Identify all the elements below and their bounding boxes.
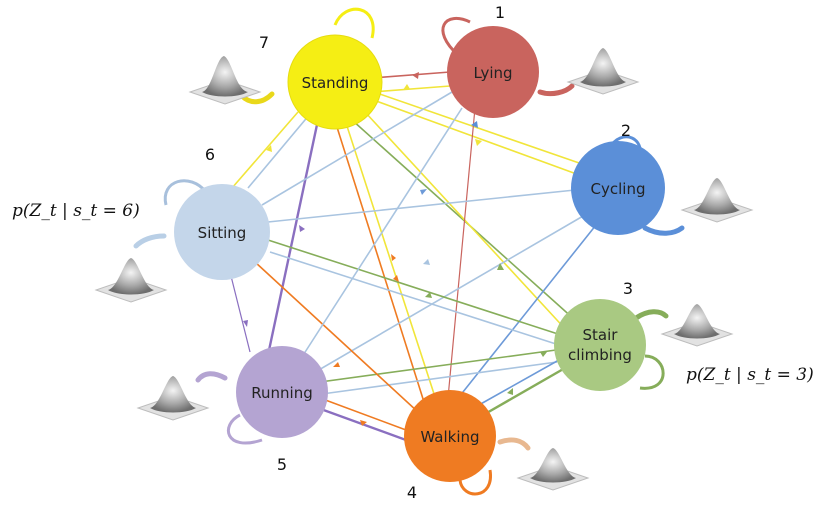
state-number-7: 7 bbox=[259, 33, 269, 52]
edge-sitting-standing bbox=[231, 111, 299, 189]
state-number-2: 2 bbox=[621, 121, 631, 140]
edge-standing-lying bbox=[371, 71, 451, 79]
state-standing-label: Standing bbox=[302, 74, 369, 92]
state-walking: Walking bbox=[404, 390, 496, 482]
edge-stair-running bbox=[319, 349, 557, 383]
state-standing: Standing bbox=[287, 34, 383, 130]
self-loop-icon bbox=[333, 7, 375, 39]
state-stair-circle bbox=[554, 299, 646, 391]
edge-walking-stair bbox=[477, 362, 573, 420]
self-loop-icon bbox=[639, 354, 665, 390]
edge-standing-walking bbox=[344, 119, 437, 401]
state-number-1: 1 bbox=[495, 3, 505, 22]
emission-arrow-icon bbox=[537, 83, 575, 97]
formula-stair: p(Z_t | s_t = 3) bbox=[686, 365, 814, 385]
state-sitting-label: Sitting bbox=[198, 224, 247, 242]
state-sitting-circle bbox=[174, 184, 270, 280]
state-cycling-label: Cycling bbox=[591, 180, 646, 198]
edge-standing-stair-yellow bbox=[364, 111, 569, 333]
edge-standing-sitting bbox=[247, 113, 311, 189]
edge-running-lying bbox=[299, 107, 463, 361]
edge-stair-sitting bbox=[267, 239, 559, 335]
self-loop-icon bbox=[163, 179, 208, 206]
self-loop-icon bbox=[226, 413, 263, 445]
surface-plot-icon bbox=[188, 56, 262, 105]
state-running: Running bbox=[236, 346, 328, 438]
emission-arrows bbox=[133, 83, 685, 451]
state-running-label: Running bbox=[251, 384, 312, 402]
state-walking-circle bbox=[404, 390, 496, 482]
edge-walking-standing bbox=[335, 123, 425, 403]
formula-sitting: p(Z_t | s_t = 6) bbox=[12, 201, 140, 221]
state-stair-climbing: Stair climbing bbox=[554, 299, 646, 391]
edge-lying-walking bbox=[447, 107, 476, 399]
emission-arrow-icon bbox=[642, 225, 685, 236]
state-stair-label-line2: climbing bbox=[568, 346, 632, 364]
state-lying: Lying bbox=[447, 26, 539, 118]
edge-running-standing bbox=[266, 119, 320, 356]
edge-running-stair bbox=[321, 361, 558, 395]
surface-plot-icon bbox=[516, 448, 590, 491]
surface-plots bbox=[94, 48, 754, 491]
state-lying-circle bbox=[447, 26, 539, 118]
self-loop-icon bbox=[441, 16, 471, 57]
edge-walking-running bbox=[319, 397, 407, 431]
state-cycling: Cycling bbox=[571, 141, 665, 235]
edge-standing-cycling bbox=[367, 97, 583, 177]
state-nodes: Standing Lying Cycling Sitting Stair cli… bbox=[174, 26, 665, 482]
state-sitting: Sitting bbox=[174, 184, 270, 280]
edge-lying-standing bbox=[371, 85, 451, 93]
emission-arrow-icon bbox=[195, 371, 228, 383]
state-number-5: 5 bbox=[277, 455, 287, 474]
state-number-3: 3 bbox=[623, 279, 633, 298]
emission-arrow-icon bbox=[133, 233, 167, 249]
edge-arrowheads bbox=[243, 72, 547, 426]
edge-sitting-stair bbox=[269, 251, 557, 345]
state-numbers: 1 2 3 4 5 6 7 bbox=[205, 3, 633, 502]
surface-plot-icon bbox=[680, 178, 754, 223]
edge-cycling-running bbox=[304, 211, 591, 379]
state-standing-circle bbox=[287, 34, 383, 130]
emission-arrow-icon bbox=[633, 309, 669, 321]
state-stair-label-line1: Stair bbox=[583, 326, 619, 344]
surface-plot-icon bbox=[94, 258, 168, 303]
edge-cycling-walking bbox=[454, 219, 601, 403]
state-number-4: 4 bbox=[407, 483, 417, 502]
edge-cycling-sitting bbox=[267, 189, 576, 223]
state-cycling-circle bbox=[571, 141, 665, 235]
edge-standing-stair bbox=[351, 119, 576, 321]
surface-plot-icon bbox=[136, 376, 210, 421]
state-running-circle bbox=[236, 346, 328, 438]
surface-plot-icon bbox=[660, 304, 734, 347]
state-walking-label: Walking bbox=[420, 428, 479, 446]
emission-arrow-icon bbox=[497, 437, 531, 451]
state-lying-label: Lying bbox=[473, 64, 512, 82]
edge-sitting-running bbox=[229, 271, 251, 353]
state-number-6: 6 bbox=[205, 145, 215, 164]
edge-stair-walking bbox=[469, 355, 567, 411]
edge-lying-sitting bbox=[261, 91, 453, 206]
edge-sitting-walking bbox=[254, 261, 419, 413]
self-loop-icon bbox=[458, 469, 492, 496]
surface-plot-icon bbox=[566, 48, 640, 95]
